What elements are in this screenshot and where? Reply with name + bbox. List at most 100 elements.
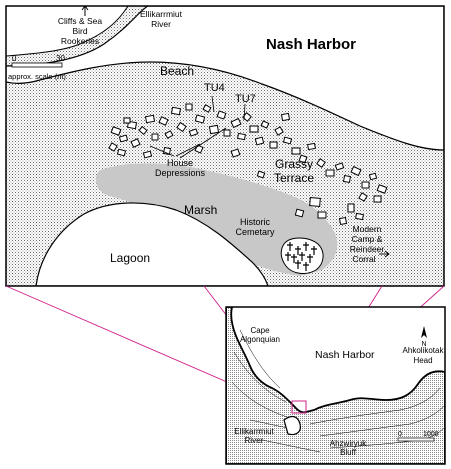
main-map-title: Nash Harbor (266, 36, 356, 53)
marsh-area (95, 163, 338, 276)
house-depression (185, 103, 193, 111)
inset-label-cape: Cape (250, 326, 270, 335)
house-depression (368, 172, 378, 181)
label-historic-cemetery-2: Cemetary (235, 227, 275, 237)
house-depression (309, 197, 321, 207)
inset-scale-bar: 0 1000 (397, 431, 439, 442)
house-depression (355, 212, 364, 221)
scale-end: 30 (56, 54, 65, 63)
house-depression (269, 141, 278, 149)
label-beach: Beach (160, 64, 194, 78)
house-depression (334, 162, 345, 171)
cross-icon (303, 262, 309, 271)
cross-icon (295, 246, 301, 255)
contour-lines (231, 329, 445, 453)
house-depression (223, 129, 231, 137)
house-depression (202, 104, 212, 113)
house-depression (230, 148, 241, 158)
label-cliffs: Cliffs & Sea (58, 16, 103, 26)
lagoon-water (35, 202, 269, 286)
harbor-water (6, 6, 444, 151)
house-depression (361, 181, 370, 189)
label-grassy-terrace-2: Terrace (274, 171, 314, 185)
house-depression (274, 126, 284, 136)
cross-icon (307, 254, 313, 263)
inset-label-ellikarrmiut: Ellikarrmiut (234, 427, 274, 436)
label-house-depressions-2: Depressions (155, 168, 206, 178)
house-depression (208, 124, 220, 135)
house-depressions (108, 103, 388, 226)
label-historic-cemetery: Historic (240, 217, 271, 227)
house-depression (164, 130, 174, 139)
house-depression (170, 106, 182, 116)
house-depression (110, 126, 122, 136)
main-map-frame (5, 5, 445, 287)
cross-icon (287, 242, 293, 251)
label-modern-camp: Modern (353, 224, 382, 234)
house-depression (230, 117, 242, 129)
house-depression (325, 169, 335, 177)
house-depression (358, 192, 368, 202)
house-depression (130, 138, 141, 148)
label-lagoon: Lagoon (110, 251, 150, 265)
house-depression (350, 165, 362, 177)
house-depression (249, 125, 259, 133)
house-depression (338, 216, 348, 226)
house-depression (216, 110, 227, 120)
house-depression (342, 174, 352, 184)
label-cliffs-3: Rookeries (61, 36, 99, 46)
house-depression (347, 203, 355, 213)
main-labels: Nash Harbor Cliffs & Sea Bird Rookeries … (58, 6, 390, 265)
label-modern-camp-2: Camp & (352, 234, 383, 244)
house-depression (254, 136, 265, 146)
house-depression (237, 132, 246, 141)
inset-label-ahzwiryuk: Ahzwiryuk (330, 439, 367, 448)
scale-start: 0 (12, 54, 17, 63)
house-depression (256, 170, 266, 179)
cross-icon (295, 260, 301, 269)
house-depression (151, 133, 159, 141)
house-depression (282, 136, 293, 145)
inset-label-nash-harbor: Nash Harbor (315, 349, 375, 361)
cross-icon (311, 246, 317, 255)
house-pointer-lines (149, 95, 246, 159)
cross-icon (285, 252, 291, 261)
inset-label-ahzwiryuk-2: Bluff (340, 448, 357, 457)
label-tu4: TU4 (204, 82, 225, 94)
inset-label-ahkolikotak: Ahkolikotak (403, 346, 445, 355)
house-depression (316, 158, 326, 168)
arrow-right-icon (379, 250, 390, 258)
inset-land (226, 307, 445, 464)
house-depression (294, 208, 305, 218)
inset-map: Cape Algonquian Nash Harbor Ahkolikotak … (226, 307, 445, 464)
scale-caption: approx. scale (m) (8, 72, 66, 81)
house-depression (123, 117, 131, 124)
cross-icon (299, 252, 305, 261)
house-depression (298, 154, 308, 164)
inset-river (283, 415, 301, 436)
inset-label-ahkolikotak-2: Head (413, 356, 432, 365)
house-depression (260, 120, 270, 129)
cross-icon (303, 242, 309, 251)
house-depression (118, 134, 129, 143)
main-scale-bar: 0 30 approx. scale (m) (8, 54, 66, 81)
house-depression (108, 142, 118, 152)
north-label: N (421, 341, 426, 348)
house-depression (158, 116, 169, 126)
inset-label-ellikarrmiut-2: River (245, 436, 264, 445)
label-house-depressions: House (167, 158, 193, 168)
cemetery-crosses (285, 242, 317, 271)
label-ellikarrmiut-river: Ellikarrmiut (140, 9, 183, 19)
house-depression (194, 114, 206, 124)
inset-scale-end: 1000 (423, 431, 439, 438)
inset-map-frame (225, 306, 446, 465)
house-depression (373, 195, 382, 203)
house-depression (291, 147, 301, 155)
house-depression (142, 150, 153, 159)
house-depression (116, 148, 127, 157)
house-depression (138, 125, 148, 136)
house-depression (176, 121, 187, 133)
label-marsh: Marsh (184, 203, 217, 217)
label-grassy-terrace: Grassy (275, 157, 313, 171)
